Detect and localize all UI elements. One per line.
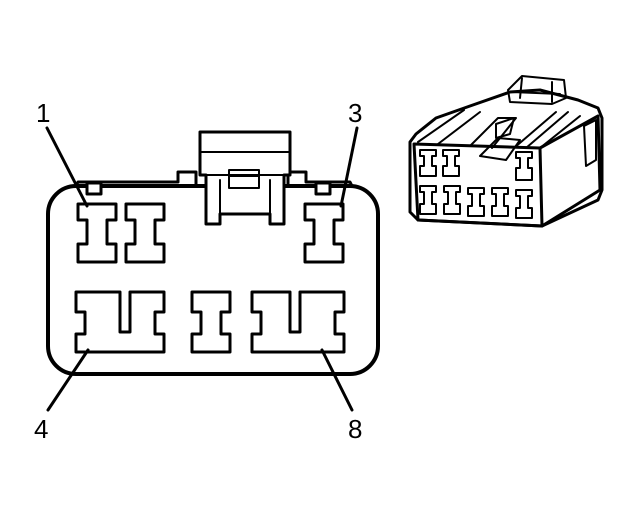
- iso-cavity: [515, 189, 533, 219]
- leader-line-4: [46, 348, 90, 412]
- pin-label-8: 8: [348, 414, 362, 444]
- iso-cavity: [467, 187, 485, 217]
- iso-latch: [507, 75, 567, 105]
- cavity-1: [76, 202, 118, 264]
- cavity-4: [74, 290, 166, 354]
- iso-cavity: [419, 185, 437, 215]
- iso-cavity: [491, 187, 509, 217]
- leader-line-1: [45, 126, 89, 208]
- connector-face-view: 1 3 4 8: [34, 98, 380, 444]
- pin-label-4: 4: [34, 414, 48, 444]
- cavity-8: [250, 290, 346, 354]
- pin-label-3: 3: [348, 98, 362, 128]
- iso-top-rib: [417, 109, 465, 143]
- locking-latch: [198, 130, 292, 226]
- iso-top-rib: [513, 111, 557, 149]
- iso-cavity: [442, 149, 460, 177]
- leader-line-8: [320, 348, 354, 412]
- cavity-2: [124, 202, 166, 264]
- iso-lock-window: [495, 117, 515, 139]
- key-tab-left: [85, 181, 103, 196]
- iso-latch-ramp: [479, 137, 521, 161]
- cavity-6: [190, 290, 232, 354]
- top-ridge-left: [74, 170, 198, 188]
- iso-top-rib: [525, 111, 569, 149]
- leader-line-3: [339, 126, 359, 208]
- connector-isometric-view: [408, 75, 604, 228]
- iso-latch-line: [519, 77, 523, 99]
- iso-top-rib: [539, 115, 581, 149]
- key-tab-right: [314, 181, 332, 196]
- cavity-3: [303, 202, 345, 264]
- iso-top-rib: [437, 111, 481, 145]
- iso-cavity: [515, 151, 533, 181]
- pin-label-1: 1: [36, 98, 50, 128]
- iso-right-side: [538, 114, 602, 228]
- iso-top-rib: [469, 117, 517, 149]
- iso-cavity: [419, 149, 437, 177]
- iso-side-window: [583, 119, 597, 167]
- iso-cavity: [443, 185, 461, 215]
